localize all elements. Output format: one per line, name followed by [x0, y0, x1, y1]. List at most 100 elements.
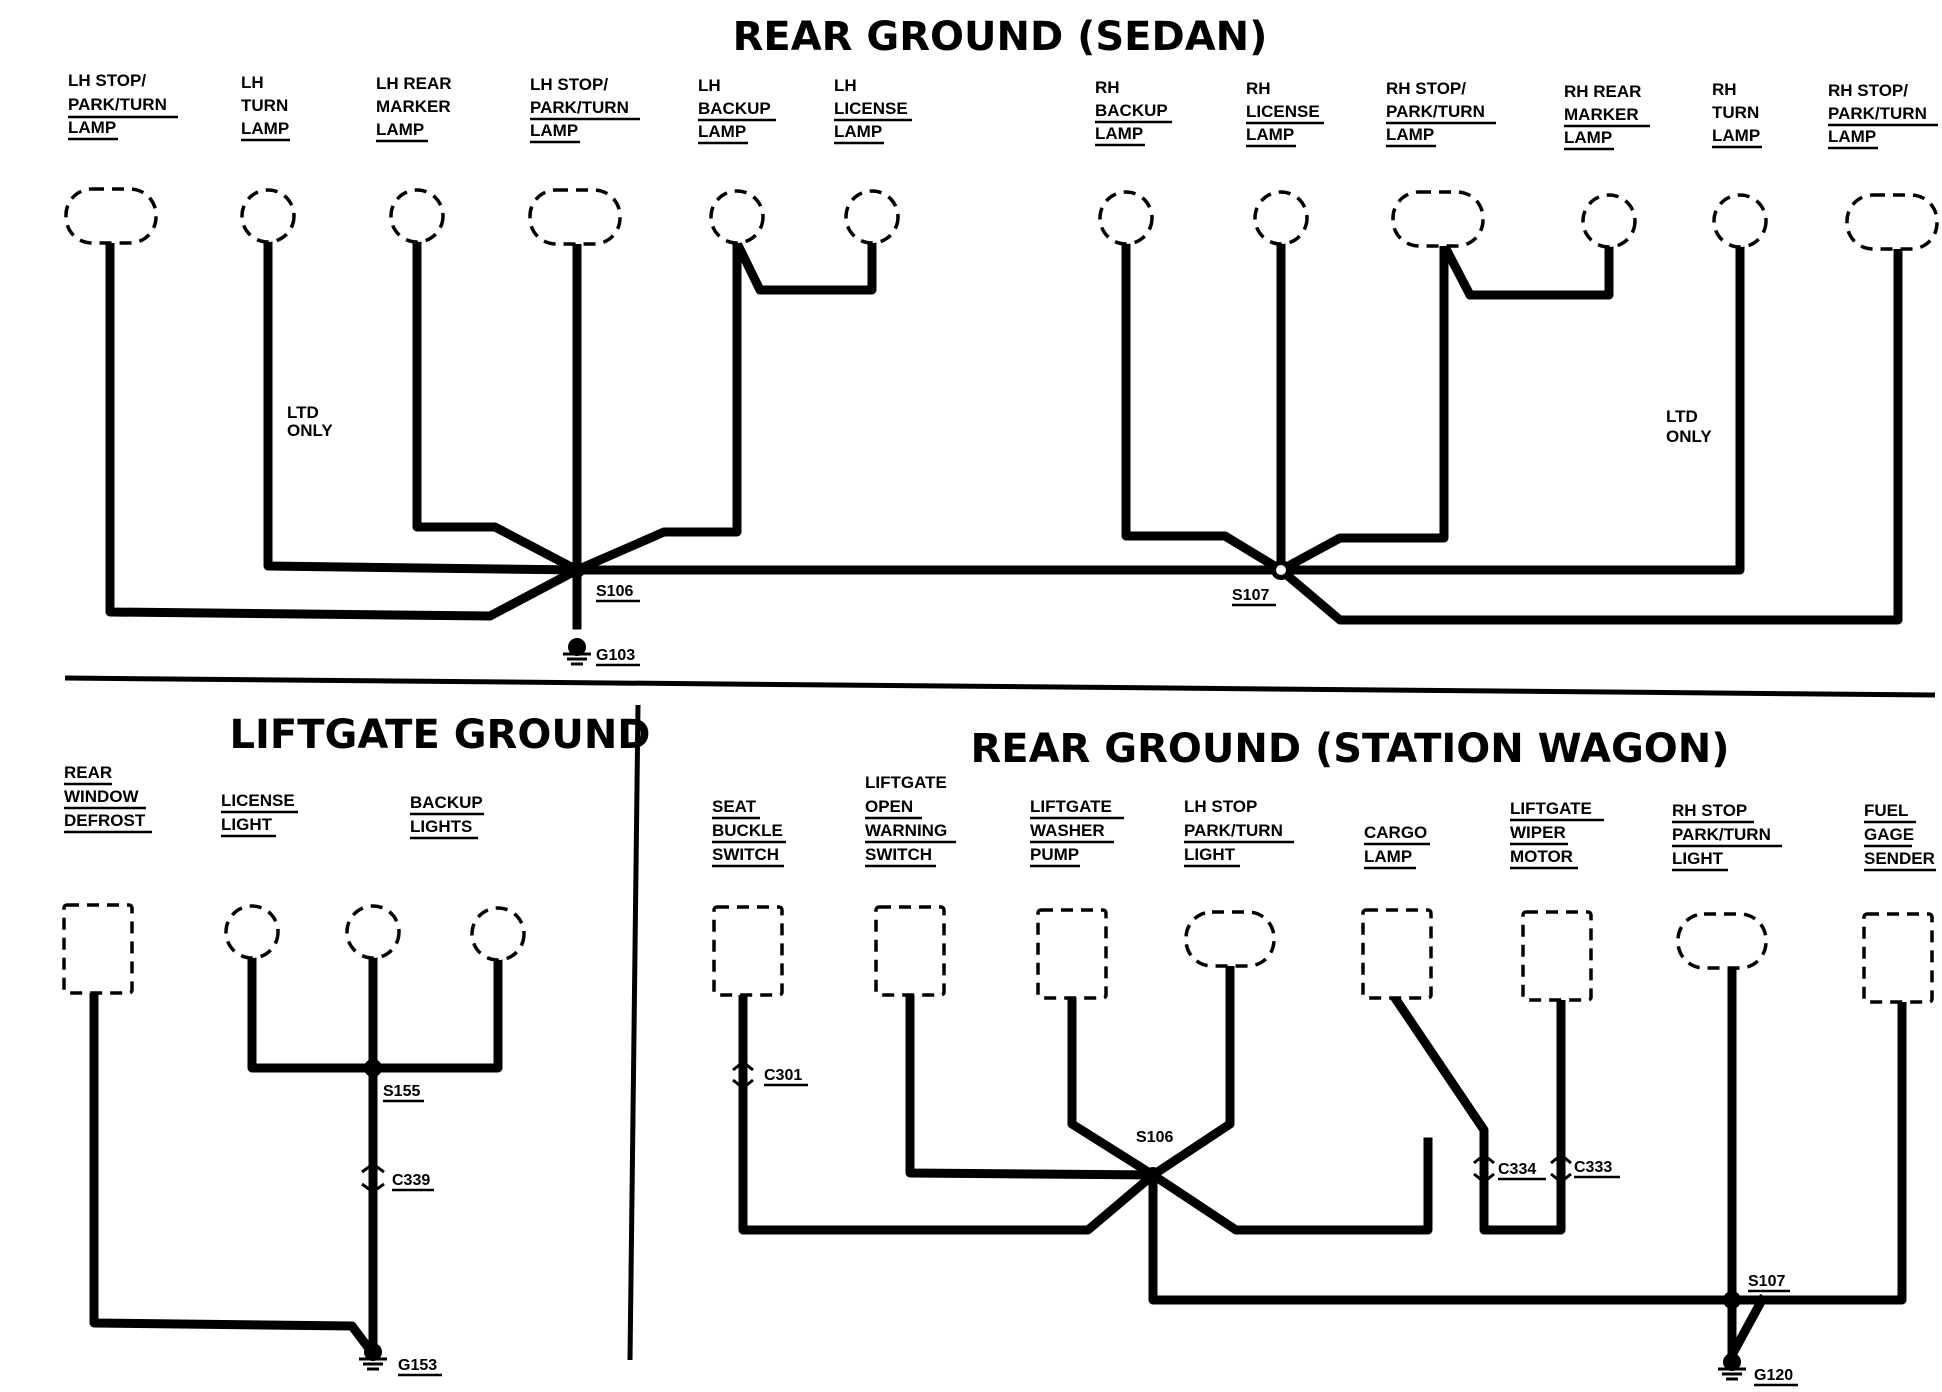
sedan-label-lh-stop-park-turn-1: LH STOP/ PARK/TURN LAMP [68, 71, 178, 141]
svg-text:ONLY: ONLY [1666, 427, 1712, 446]
svg-text:ONLY: ONLY [287, 421, 333, 440]
label-g103: G103 [596, 647, 635, 664]
sedan-rh-rear-marker-lamp [1581, 193, 1637, 249]
wagon-label-rh-stop-park-turn-light: RH STOP PARK/TURN LIGHT [1672, 801, 1782, 872]
sedan-lh-rear-marker-lamp [389, 188, 445, 244]
sedan-lh-backup-lamp [709, 189, 765, 245]
svg-text:LH STOP/: LH STOP/ [530, 75, 608, 94]
svg-text:RH STOP: RH STOP [1672, 801, 1747, 820]
wagon-rh-stop-park-turn-light [1676, 912, 1768, 970]
wagon-label-liftgate-washer-pump: LIFTGATE WASHER PUMP [1030, 797, 1124, 868]
liftgate-label-backup-lights: BACKUP LIGHTS [410, 793, 484, 840]
sedan-lh-turn-lamp [240, 188, 296, 244]
svg-text:BUCKLE: BUCKLE [712, 821, 783, 840]
svg-text:LAMP: LAMP [1246, 125, 1294, 144]
vertical-divider [627, 704, 641, 1361]
svg-text:SWITCH: SWITCH [865, 845, 932, 864]
label-c334: C334 [1498, 1161, 1536, 1178]
sedan-title: REAR GROUND (SEDAN) [733, 14, 1268, 60]
sedan-label-rh-rear-marker: RH REAR MARKER LAMP [1564, 82, 1650, 151]
svg-text:WASHER: WASHER [1030, 821, 1105, 840]
ground-g103-symbol [563, 638, 591, 666]
sedan-rh-turn-lamp [1712, 193, 1768, 249]
svg-text:PARK/TURN: PARK/TURN [1672, 825, 1771, 844]
svg-text:LIGHTS: LIGHTS [410, 817, 472, 836]
connector-c333-symbol [1550, 1153, 1572, 1184]
liftgate-washer-pump [1036, 908, 1108, 1000]
sedan-label-lh-license: LH LICENSE LAMP [834, 76, 912, 145]
wagon-label-lh-stop-park-turn-light: LH STOP PARK/TURN LIGHT [1184, 797, 1294, 868]
label-c301: C301 [764, 1067, 802, 1084]
svg-text:BACKUP: BACKUP [410, 793, 483, 812]
liftgate-label-rear-window-defrost: REAR WINDOW DEFROST [64, 763, 152, 834]
svg-text:MARKER: MARKER [1564, 105, 1639, 124]
ltd-only-note-left: LTD ONLY [287, 403, 333, 440]
label-c333: C333 [1574, 1159, 1612, 1176]
svg-text:LAMP: LAMP [1828, 127, 1876, 146]
svg-text:RH: RH [1246, 79, 1271, 98]
wagon-label-cargo-lamp: CARGO LAMP [1364, 823, 1430, 870]
svg-text:LAMP: LAMP [1364, 847, 1412, 866]
svg-text:LICENSE: LICENSE [221, 791, 295, 810]
svg-text:TURN: TURN [1712, 103, 1759, 122]
svg-text:PARK/TURN: PARK/TURN [530, 98, 629, 117]
liftgate-license-light [224, 904, 280, 960]
ground-g153-symbol [359, 1343, 387, 1371]
svg-text:LICENSE: LICENSE [1246, 102, 1320, 121]
svg-text:REAR: REAR [64, 763, 112, 782]
wagon-label-seat-buckle-switch: SEAT BUCKLE SWITCH [712, 797, 786, 868]
liftgate-title: LIFTGATE GROUND [230, 712, 651, 758]
label-s107-sedan: S107 [1232, 587, 1269, 604]
svg-text:LIGHT: LIGHT [1672, 849, 1724, 868]
svg-text:PARK/TURN: PARK/TURN [1386, 102, 1485, 121]
svg-text:PARK/TURN: PARK/TURN [1184, 821, 1283, 840]
svg-text:BACKUP: BACKUP [698, 99, 771, 118]
svg-text:LAMP: LAMP [376, 120, 424, 139]
svg-text:LAMP: LAMP [698, 122, 746, 141]
sedan-wires [105, 236, 1903, 630]
label-s107-wagon: S107 [1748, 1273, 1785, 1290]
svg-text:LAMP: LAMP [1386, 125, 1434, 144]
wagon-label-liftgate-open-warning-switch: LIFTGATE OPEN WARNING SWITCH [865, 773, 956, 868]
ltd-only-note-right: LTD ONLY [1666, 407, 1712, 446]
connector-c334-symbol [1473, 1153, 1495, 1184]
ground-g120-symbol [1718, 1353, 1746, 1381]
sedan-label-rh-stop-park-turn-2: RH STOP/ PARK/TURN LAMP [1828, 81, 1938, 150]
svg-text:LH STOP/: LH STOP/ [68, 71, 146, 90]
splice-s106-wagon [1145, 1167, 1161, 1183]
svg-text:WINDOW: WINDOW [64, 787, 140, 806]
svg-text:LIGHT: LIGHT [1184, 845, 1236, 864]
sedan-rh-backup-lamp [1098, 190, 1154, 246]
svg-text:SWITCH: SWITCH [712, 845, 779, 864]
splice-s107-wagon [1723, 1291, 1741, 1309]
svg-text:PUMP: PUMP [1030, 845, 1079, 864]
svg-text:TURN: TURN [241, 96, 288, 115]
splice-s155 [364, 1059, 382, 1077]
svg-text:RH REAR: RH REAR [1564, 82, 1641, 101]
label-s106-sedan: S106 [596, 583, 633, 600]
svg-text:PARK/TURN: PARK/TURN [68, 95, 167, 114]
svg-text:GAGE: GAGE [1864, 825, 1914, 844]
sedan-label-rh-stop-park-turn-1: RH STOP/ PARK/TURN LAMP [1386, 79, 1496, 148]
svg-text:LAMP: LAMP [241, 119, 289, 138]
svg-text:LTD: LTD [287, 403, 319, 422]
fuel-gage-sender [1862, 912, 1934, 1004]
horizontal-divider [64, 675, 1936, 698]
seat-buckle-switch [712, 905, 784, 997]
svg-text:MOTOR: MOTOR [1510, 847, 1573, 866]
svg-text:DEFROST: DEFROST [64, 811, 146, 830]
svg-text:OPEN: OPEN [865, 797, 913, 816]
label-g120: G120 [1754, 1367, 1793, 1384]
wagon-label-fuel-gage-sender: FUEL GAGE SENDER [1864, 801, 1936, 872]
svg-text:SEAT: SEAT [712, 797, 757, 816]
sedan-rh-stop-park-turn-lamp-2 [1845, 193, 1939, 251]
svg-text:LAMP: LAMP [530, 121, 578, 140]
sedan-label-lh-backup: LH BACKUP LAMP [698, 76, 776, 145]
svg-text:WIPER: WIPER [1510, 823, 1566, 842]
wagon-label-liftgate-wiper-motor: LIFTGATE WIPER MOTOR [1510, 799, 1604, 870]
wagon-wires [738, 960, 1907, 1367]
svg-text:LAMP: LAMP [1712, 126, 1760, 145]
svg-text:LH REAR: LH REAR [376, 74, 452, 93]
svg-text:LAMP: LAMP [68, 118, 116, 137]
